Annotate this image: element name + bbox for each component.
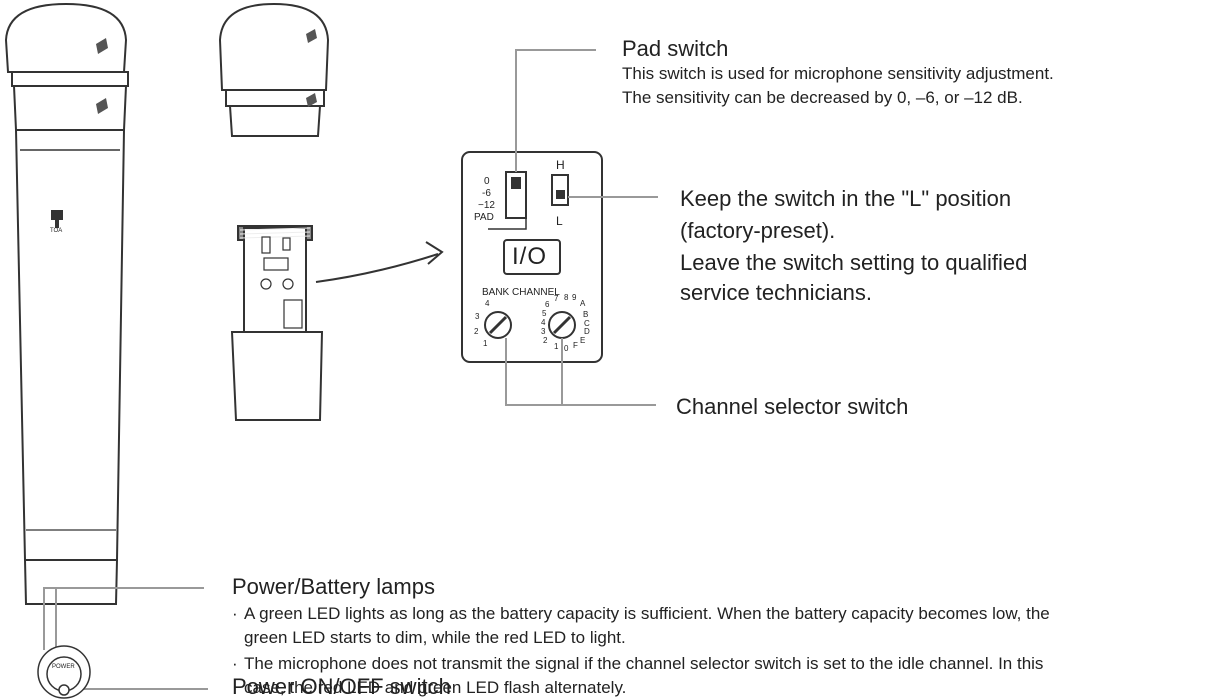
pad-bracket [488,218,527,230]
microphone-base-view [37,645,91,699]
channel-dial-label: A [580,299,586,308]
hl-switch-note-1: Keep the switch in the "L" position [680,186,1012,211]
channel-dial-label: 8 [564,293,569,302]
bullet-mark: · [232,654,238,673]
compartment-controls [260,236,303,329]
pad-level-0: 0 [484,176,490,187]
toa-logo-icon [51,210,63,228]
l-label: L [556,214,563,228]
io-label: I/O [512,243,548,270]
channel-dial-label: F [573,341,578,350]
channel-dial-label: 9 [572,293,577,302]
channel-selector-title: Channel selector switch [676,394,909,419]
bank-dial-label: 4 [485,299,490,308]
channel-dial-label: B [583,310,589,319]
channel-dial-label: 7 [554,294,559,303]
bank-dial-label: 3 [475,312,480,321]
power-lamps-title: Power/Battery lamps [232,574,435,599]
pad-label: PAD [474,212,494,223]
thread-lines [239,227,311,239]
base-power-label: POWER [52,664,75,670]
pad-switch-description-2: The sensitivity can be decreased by 0, –… [622,88,1023,107]
bullet-mark: · [232,604,238,623]
power-lamps-bullet-2: · The microphone does not transmit the s… [232,652,1084,700]
channel-dial-label: 3 [541,327,546,336]
pad-level-minus6: -6 [482,188,491,199]
microphone-full [4,2,129,605]
brand-mark-label: TOA [50,228,63,234]
pad-switch-description-1: This switch is used for microphone sensi… [622,64,1054,83]
h-label: H [556,158,565,172]
channel-dial-label: E [580,336,586,345]
hl-switch-note-3: Leave the switch setting to qualified [680,250,1028,275]
hl-switch-note-4: service technicians. [680,280,872,305]
power-lamps-bullet-2-text: The microphone does not transmit the sig… [244,654,1044,697]
pad-level-minus12: −12 [478,200,495,211]
bank-channel-label: BANK CHANNEL [482,287,560,298]
grille-shading-marks-2 [306,29,317,107]
callout-lines [43,49,658,690]
channel-dial-label: 5 [542,309,547,318]
channel-dial-label: D [584,327,590,336]
bank-dial-label: 2 [474,327,479,336]
channel-dial-label: 2 [543,336,548,345]
microphone-opened [218,2,330,421]
channel-dial-label: 0 [564,344,569,353]
channel-dial-label: C [584,319,590,328]
pad-switch-title: Pad switch [622,36,729,61]
magnify-arrow-icon [315,241,444,283]
bank-dial-label: 1 [483,339,488,348]
channel-dial-label: 6 [545,300,550,309]
channel-dial-label: 4 [541,318,546,327]
grille-shading-marks [96,38,108,114]
channel-dial-label: 1 [554,342,559,351]
hl-switch-note-2: (factory-preset). [680,218,836,243]
power-switch-title: Power ON/OFF switch [232,674,451,699]
power-lamps-bullet-1: · A green LED lights as long as the batt… [232,602,1084,650]
control-panel [461,151,603,363]
power-lamps-bullet-1-text: A green LED lights as long as the batter… [244,604,1050,647]
